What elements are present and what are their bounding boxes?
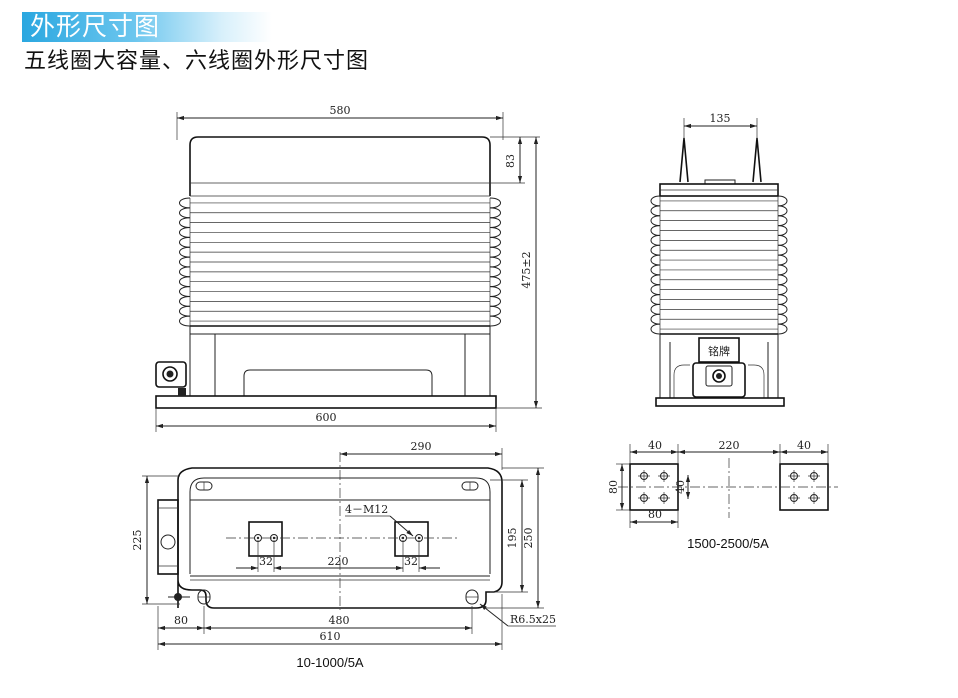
caption-top-view: 10-1000/5A (296, 655, 364, 670)
dim-135: 135 (710, 112, 731, 125)
dim-80: 80 (174, 614, 188, 627)
dim-195: 195 (506, 528, 519, 549)
dim-40-vertical: 40 (674, 480, 687, 494)
dim-225: 225 (131, 530, 144, 551)
front-insulator-sheds (179, 197, 501, 327)
dim-80-vertical: 80 (607, 480, 620, 494)
nameplate-label: 铭牌 (708, 344, 730, 358)
dim-610: 610 (320, 630, 341, 643)
dim-220: 220 (328, 555, 349, 568)
dim-480: 480 (329, 614, 350, 627)
dim-600: 600 (316, 411, 337, 424)
dim-32-right: 32 (404, 555, 418, 568)
dim-slot: R6.5x25 (510, 613, 556, 626)
dim-40-left: 40 (648, 439, 662, 452)
side-insulator-sheds (650, 195, 788, 335)
dim-80-horizontal: 80 (648, 508, 662, 521)
dim-32-left: 32 (259, 555, 273, 568)
dim-83: 83 (504, 154, 517, 168)
side-view: 铭牌 135 (650, 112, 788, 407)
front-view: 580 83 475±2 600 (155, 104, 542, 432)
dim-4-m12: 4－M12 (345, 503, 388, 516)
page-subtitle: 五线圈大容量、六线圈外形尺寸图 (24, 49, 370, 74)
dim-250: 250 (522, 528, 535, 549)
dim-475: 475±2 (520, 251, 533, 288)
dim-220-pads: 220 (719, 439, 740, 452)
page-title: 外形尺寸图 (30, 12, 161, 41)
terminal-pad-view: 40 220 40 80 40 80 1500-2500/5A (607, 439, 838, 551)
dim-40-right: 40 (797, 439, 811, 452)
dim-580: 580 (330, 104, 351, 117)
dim-290: 290 (411, 440, 432, 453)
title-banner (22, 12, 272, 42)
caption-terminal-view: 1500-2500/5A (687, 536, 769, 551)
top-view: 4－M12 32 220 32 290 225 195 250 R6.5x2 (131, 440, 556, 670)
